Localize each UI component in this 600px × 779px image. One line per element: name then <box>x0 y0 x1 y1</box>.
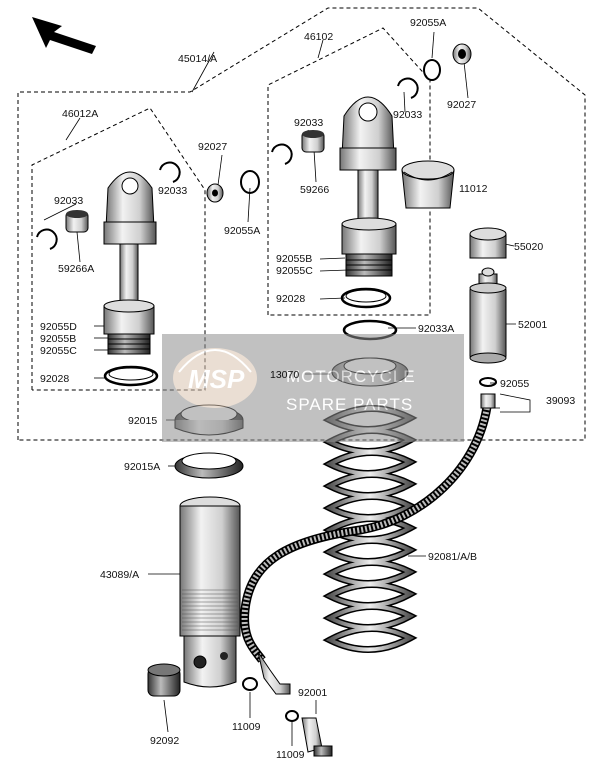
watermark: MSP MOTORCYCLE SPARE PARTS <box>162 334 464 442</box>
watermark-line1: MOTORCYCLE <box>286 367 416 386</box>
label-part: 92033 <box>294 117 323 129</box>
label-right-unit: 46102 <box>304 31 333 43</box>
fasteners <box>242 677 333 757</box>
label-part: 92027 <box>198 141 227 153</box>
assembly-outlines <box>17 7 586 441</box>
label-part: 92033A <box>418 323 454 335</box>
label-part: 92028 <box>276 293 305 305</box>
part-labels: 92055A 92027 92033 92033 59266 11012 920… <box>40 17 575 761</box>
watermark-line2: SPARE PARTS <box>286 395 413 414</box>
label-part: 92033 <box>393 109 422 121</box>
label-part: 92033 <box>54 195 83 207</box>
watermark-logo-text: MSP <box>188 364 245 394</box>
label-part: 52001 <box>518 319 547 331</box>
connector-parts <box>206 170 260 203</box>
main-assembly-outline <box>17 7 586 441</box>
bushing <box>147 663 181 697</box>
label-left-unit: 46012A <box>62 108 98 120</box>
label-part: 92055B <box>276 253 312 265</box>
cup-part <box>401 160 455 209</box>
label-part: 11009 <box>276 749 305 761</box>
label-part: 59266A <box>58 263 94 275</box>
label-part: 92081/A/B <box>428 551 477 563</box>
label-part: 92028 <box>40 373 69 385</box>
label-part: 13070 <box>270 369 299 381</box>
label-part: 92055B <box>40 333 76 345</box>
label-part: 43089/A <box>100 569 139 581</box>
assembly-labels: 45014/A 46012A 46102 <box>62 31 333 120</box>
label-part: 92055 <box>500 378 529 390</box>
left-unit-parts <box>36 161 181 387</box>
label-part: 11012 <box>459 183 488 195</box>
label-part: 92055D <box>40 321 77 333</box>
label-part: 92033 <box>158 185 187 197</box>
label-part: 92015 <box>128 415 157 427</box>
label-part: 92001 <box>298 687 327 699</box>
label-part: 39093 <box>546 395 575 407</box>
label-part: 92092 <box>150 735 179 747</box>
reservoir-parts <box>469 227 507 387</box>
label-part: 59266 <box>300 184 329 196</box>
shock-body <box>179 496 241 688</box>
label-part: 92027 <box>447 99 476 111</box>
label-part: 11009 <box>232 721 261 733</box>
label-part: 55020 <box>514 241 543 253</box>
label-main-assembly: 45014/A <box>178 53 217 65</box>
label-part: 92055A <box>224 225 260 237</box>
label-part: 92015A <box>124 461 160 473</box>
right-unit-parts <box>271 43 472 309</box>
hose <box>240 393 496 695</box>
watermark-logo: MSP <box>173 348 257 408</box>
direction-arrow-icon <box>32 17 96 54</box>
label-part: 92055C <box>40 345 77 357</box>
label-part: 92055A <box>410 17 446 29</box>
right-unit-outline <box>267 27 431 316</box>
label-part: 92055C <box>276 265 313 277</box>
